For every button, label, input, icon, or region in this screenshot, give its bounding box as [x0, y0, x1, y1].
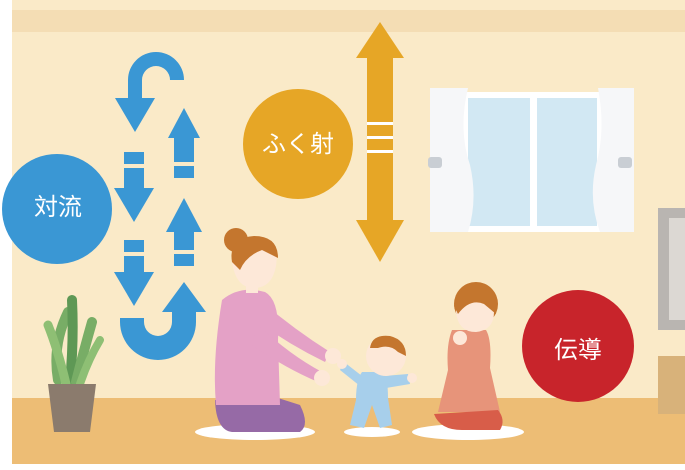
- radiation-label: ふく射: [262, 130, 334, 158]
- mother-figure: [195, 228, 341, 440]
- convection-arrows-icon: [114, 52, 206, 360]
- radiation-badge: [243, 89, 353, 199]
- conduction-badge: [522, 290, 634, 402]
- convection-label: 対流: [34, 193, 82, 221]
- baby-figure: [337, 335, 417, 437]
- curtain-left: [430, 88, 474, 232]
- window-icon: [428, 88, 634, 232]
- radiation-arrow-icon: [356, 22, 404, 262]
- curtain-right: [592, 88, 634, 232]
- convection-badge: [2, 154, 112, 264]
- door-edge: [658, 208, 685, 414]
- conduction-label: 伝導: [554, 336, 602, 364]
- window-glass-right: [537, 98, 597, 226]
- window-glass-left: [468, 98, 530, 226]
- plant-pot: [48, 384, 96, 432]
- plant-icon: [43, 295, 104, 432]
- girl-figure: [412, 282, 524, 440]
- ceiling-band: [12, 10, 685, 32]
